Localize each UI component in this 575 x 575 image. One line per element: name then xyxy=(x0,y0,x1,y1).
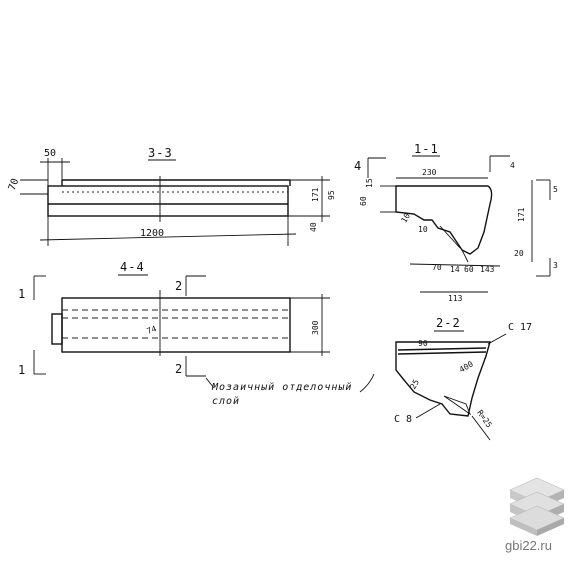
dim-25: 25 xyxy=(408,378,421,391)
section-1-1-label: 1-1 xyxy=(414,142,439,156)
marker-5: 5 xyxy=(553,185,558,194)
beam-elevation xyxy=(47,185,289,217)
dim-74: 74 xyxy=(146,324,158,336)
section-2-2: 2-2 90 400 25 R=25 С 17 С 8 xyxy=(394,316,532,441)
dim-60-b: 60 xyxy=(464,265,474,274)
marker-4-right: 4 xyxy=(510,161,515,170)
dim-40: 40 xyxy=(309,222,318,232)
marker-2-bottom: 2 xyxy=(175,362,183,376)
dim-20: 20 xyxy=(514,249,524,258)
dim-90: 90 xyxy=(418,339,428,348)
dim-60: 60 xyxy=(359,196,368,206)
dim-143: 143 xyxy=(480,265,495,274)
section-4-4: 4-4 300 74 1 1 2 2 Мозаичный отделочный … xyxy=(18,260,375,407)
marker-3: 3 xyxy=(553,261,558,270)
watermark-text: gbi22.ru xyxy=(505,538,552,553)
dim-10-a: 10 xyxy=(399,211,412,224)
dim-r25: R=25 xyxy=(475,408,494,429)
stacked-slabs-logo-icon xyxy=(509,477,565,536)
callout-c8: С 8 xyxy=(394,414,412,425)
dim-400: 400 xyxy=(458,359,475,374)
section-3-3-label: 3-3 xyxy=(148,146,173,160)
callout-c17: С 17 xyxy=(508,322,532,333)
marker-4: 4 xyxy=(354,159,362,173)
dim-171-b: 171 xyxy=(517,207,526,222)
marker-1-bottom: 1 xyxy=(18,363,26,377)
dim-171-a: 171 xyxy=(311,187,320,202)
dim-230: 230 xyxy=(422,168,437,177)
note-line-2: слой xyxy=(212,395,240,407)
dim-113: 113 xyxy=(448,294,463,303)
dim-95: 95 xyxy=(327,190,336,200)
marker-1-top: 1 xyxy=(18,287,26,301)
dim-1200: 1200 xyxy=(140,228,164,239)
cross-section-profile xyxy=(395,185,493,255)
dim-15: 15 xyxy=(365,178,374,188)
dim-14: 14 xyxy=(450,265,460,274)
dim-50: 50 xyxy=(44,148,56,159)
marker-2-top: 2 xyxy=(175,279,183,293)
beam-plan xyxy=(61,297,291,353)
dim-300: 300 xyxy=(311,320,320,335)
section-1-1: 1-1 4 4 230 15 60 171 10 10 20 70 14 60 … xyxy=(354,142,558,303)
dim-70: 70 xyxy=(7,177,21,192)
dim-70-b: 70 xyxy=(432,263,442,272)
section-2-2-label: 2-2 xyxy=(436,316,461,330)
section-3-3: 3-3 50 70 1200 171 95 40 xyxy=(7,146,336,246)
beam-plan-stub xyxy=(51,313,63,345)
note-line-1: Мозаичный отделочный xyxy=(211,381,352,393)
section-4-4-label: 4-4 xyxy=(120,260,145,274)
dim-10-b: 10 xyxy=(418,225,428,234)
joint-detail-profile xyxy=(395,341,491,417)
